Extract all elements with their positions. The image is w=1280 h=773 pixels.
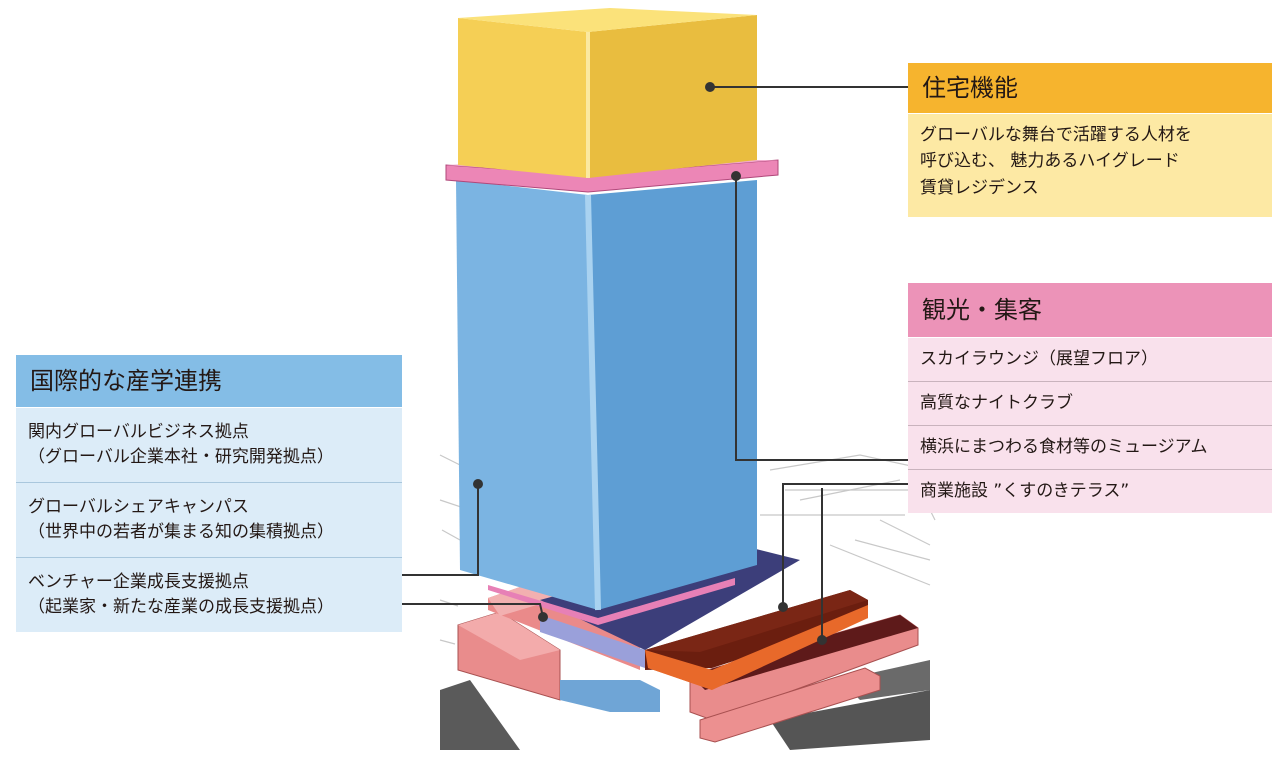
tourism-item: 横浜にまつわる食材等のミュージアム: [908, 425, 1272, 469]
academia-item: グローバルシェアキャンパス （世界中の若者が集まる知の集積拠点）: [16, 482, 402, 557]
road: [440, 680, 520, 750]
residential-line: 賃貸レジデンス: [920, 177, 1039, 198]
academia-item-detail: （世界中の若者が集まる知の集積拠点）: [28, 522, 334, 542]
academia-item-name: 関内グローバルビジネス拠点: [28, 422, 249, 443]
academia-item-detail: （起業家・新たな産業の成長支援拠点）: [28, 597, 334, 617]
residential-line: グローバルな舞台で活躍する人材を: [920, 125, 1192, 145]
academia-item-detail: （グローバル企業本社・研究開発拠点）: [28, 447, 334, 467]
academia-item-name: グローバルシェアキャンパス: [28, 497, 249, 518]
residential-line: 呼び込む、 魅力あるハイグレード: [920, 151, 1180, 172]
office-tower: [456, 180, 757, 625]
callout-residential: 住宅機能 グローバルな舞台で活躍する人材を 呼び込む、 魅力あるハイグレード 賃…: [908, 63, 1272, 217]
academia-item: 関内グローバルビジネス拠点 （グローバル企業本社・研究開発拠点）: [16, 407, 402, 482]
tourism-item: 高質なナイトクラブ: [908, 381, 1272, 425]
tourism-item: 商業施設 ”くすのきテラス”: [908, 469, 1272, 513]
tourism-item: スカイラウンジ（展望フロア）: [908, 337, 1272, 381]
callout-tourism-title: 観光・集客: [908, 283, 1272, 337]
callout-academia-title: 国際的な産学連携: [16, 355, 402, 407]
callout-tourism: 観光・集客 スカイラウンジ（展望フロア） 高質なナイトクラブ 横浜にまつわる食材…: [908, 283, 1272, 513]
academia-item: ベンチャー企業成長支援拠点 （起業家・新たな産業の成長支援拠点）: [16, 557, 402, 632]
podium: [457, 611, 919, 743]
residential-block: [458, 8, 757, 178]
academia-item-name: ベンチャー企業成長支援拠点: [28, 572, 249, 593]
leader-lines: [402, 86, 908, 640]
callout-residential-title: 住宅機能: [908, 63, 1272, 113]
callout-residential-description: グローバルな舞台で活躍する人材を 呼び込む、 魅力あるハイグレード 賃貸レジデン…: [908, 113, 1272, 217]
callout-academia: 国際的な産学連携 関内グローバルビジネス拠点 （グローバル企業本社・研究開発拠点…: [16, 355, 402, 632]
leader-dots: [473, 82, 827, 645]
